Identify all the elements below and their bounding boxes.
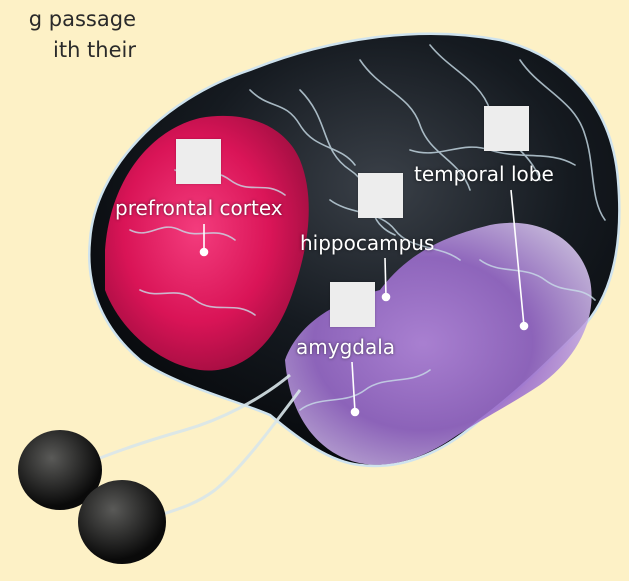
label-hippocampus: hippocampus — [300, 232, 434, 254]
label-amygdala: amygdala — [296, 336, 395, 358]
label-temporal-lobe: temporal lobe — [414, 163, 554, 185]
brainstem-ball-lower — [78, 480, 166, 564]
label-box-temporal[interactable] — [484, 106, 529, 151]
label-box-prefrontal[interactable] — [176, 139, 221, 184]
label-box-hippocampus[interactable] — [358, 173, 403, 218]
label-prefrontal-cortex: prefrontal cortex — [115, 197, 283, 219]
label-box-amygdala[interactable] — [330, 282, 375, 327]
